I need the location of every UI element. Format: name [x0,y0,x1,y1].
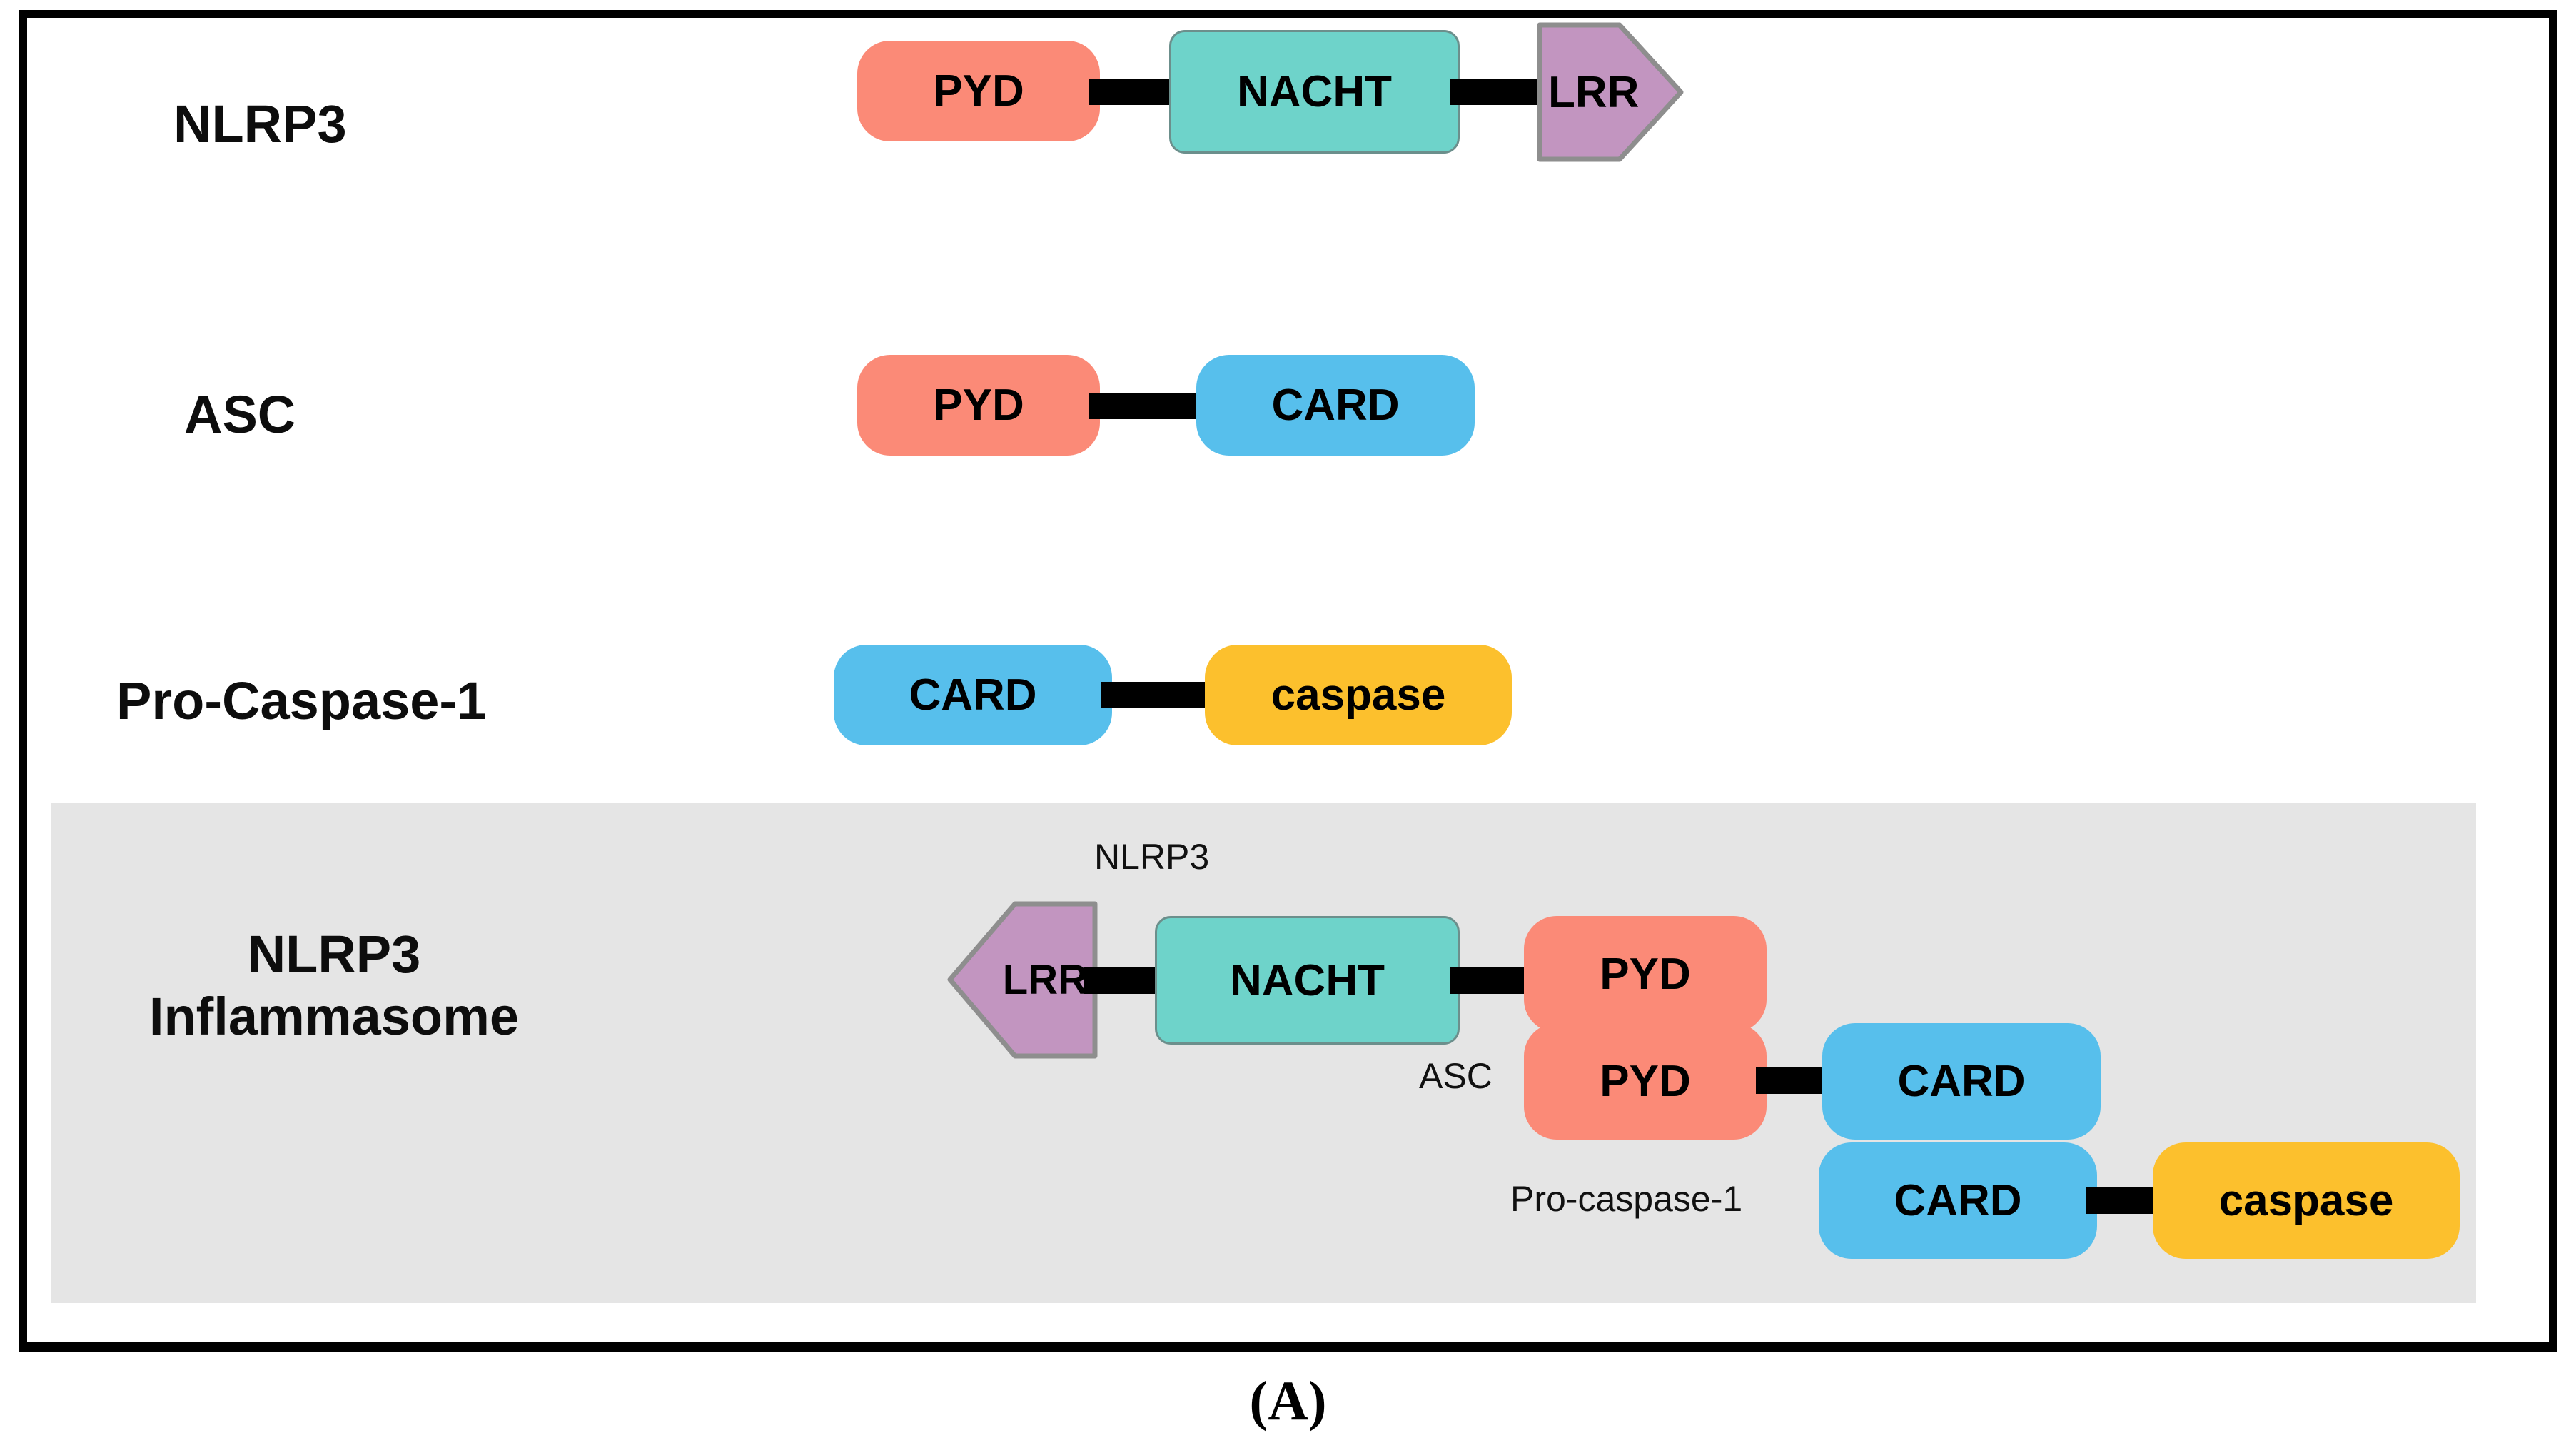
linker-nlrp3-pyd-nacht [1089,79,1178,105]
domain-label: PYD [933,381,1024,430]
domain-label: caspase [2218,1176,2394,1225]
domain-inflammasome-asc-card: CARD [1822,1023,2101,1140]
chain-tag-pro-caspase-1: Pro-caspase-1 [1510,1179,1743,1219]
domain-label: CARD [1897,1057,2026,1106]
domain-label: CARD [1271,381,1400,430]
inflammasome-label-line1: NLRP3 [247,925,421,984]
caption-divider [19,1349,2557,1352]
domain-label: CARD [909,670,1037,720]
row-label-nlrp3: NLRP3 [173,94,347,154]
inflammasome-panel [51,803,2476,1303]
domain-inflammasome-caspase: caspase [2153,1142,2460,1259]
panel-caption: (A) [1249,1369,1327,1432]
linker-asc-pyd-card [1089,393,1207,419]
domain-asc-card: CARD [1196,355,1475,456]
pentagon-right-icon [1537,22,1684,162]
linker-inflammasome-lrr-nacht [1084,967,1166,994]
domain-label: caspase [1271,670,1446,720]
domain-inflammasome-asc-pyd: PYD [1524,1023,1767,1140]
domain-inflammasome-nacht: NACHT [1155,916,1460,1045]
domain-nlrp3-nacht: NACHT [1169,30,1460,154]
inflammasome-label-line2: Inflammasome [148,987,520,1047]
domain-label: PYD [1600,950,1691,999]
row-label-inflammasome: NLRP3 Inflammasome [106,923,562,1048]
linker-inflammasome-nacht-pyd [1450,967,1536,994]
domain-inflammasome-nlrp3-pyd: PYD [1524,916,1767,1032]
domain-label: NACHT [1237,67,1392,116]
pentagon-left-icon [947,901,1098,1059]
chain-tag-nlrp3: NLRP3 [1094,837,1210,877]
domain-procaspase-card: CARD [834,645,1112,745]
domain-asc-pyd: PYD [857,355,1100,456]
domain-label: PYD [1600,1057,1691,1106]
linker-nlrp3-nacht-lrr [1450,79,1545,105]
linker-procaspase-card-caspase [1101,682,1216,708]
domain-nlrp3-lrr: LRR [1535,21,1685,164]
domain-nlrp3-pyd: PYD [857,41,1100,141]
chain-tag-asc: ASC [1419,1056,1492,1096]
domain-label: PYD [933,66,1024,116]
domain-label: NACHT [1230,955,1385,1005]
domain-procaspase-caspase: caspase [1205,645,1512,745]
domain-inflammasome-lrr: LRR [946,900,1099,1060]
row-label-asc: ASC [184,385,296,444]
domain-label: CARD [1894,1176,2022,1225]
diagram-frame: NLRP3 PYD NACHT LRR ASC PYD CARD Pro-C [19,10,2557,1349]
domain-inflammasome-caspase1-card: CARD [1819,1142,2097,1259]
row-label-pro-caspase-1: Pro-Caspase-1 [116,671,487,730]
